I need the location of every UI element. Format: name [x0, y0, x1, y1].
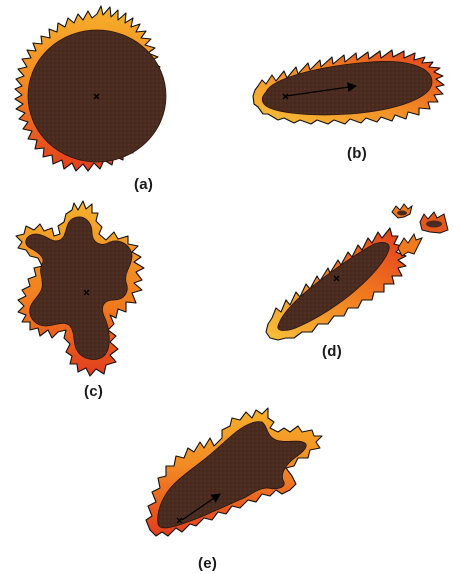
panel-a	[15, 6, 166, 171]
spot-fire-burned-area	[397, 211, 407, 216]
flame-front	[398, 234, 422, 256]
panel-label-b: (b)	[347, 145, 367, 162]
panel-b	[253, 50, 444, 124]
panel-label-e: (e)	[198, 555, 217, 572]
panel-label-c: (c)	[84, 383, 103, 400]
panel-label-d: (d)	[322, 343, 342, 360]
panel-d	[266, 204, 448, 340]
spot-fire-burned-area	[426, 221, 442, 228]
panel-e	[146, 408, 322, 536]
panel-label-a: (a)	[134, 176, 153, 193]
panel-c	[16, 201, 144, 376]
